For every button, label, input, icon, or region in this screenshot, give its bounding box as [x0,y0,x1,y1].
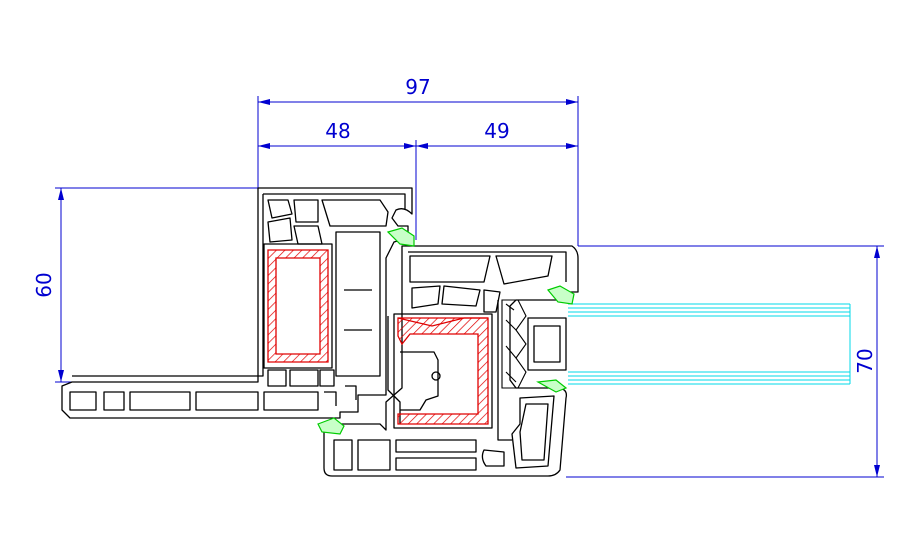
dimension-frame-width [258,140,417,240]
dimension-sash-width [416,143,578,149]
gasket-glazing [536,379,568,393]
label-frame-width: 48 [325,119,350,143]
dimension-sash-depth [566,245,884,478]
label-overall-width: 97 [405,75,430,99]
gasket-sash-outer [546,285,575,305]
sash-steel-reinforcement [397,317,489,425]
frame-steel-reinforcement [267,249,329,363]
glazing-gasket [501,299,527,389]
label-sash-depth: 70 [853,348,877,373]
sash-profile [323,245,579,477]
label-frame-depth: 60 [32,272,56,297]
gasket-frame-outer [386,227,415,247]
gasket-frame-inner [317,417,345,435]
dimension-overall-width [257,96,579,246]
label-sash-width: 49 [484,119,509,143]
gaskets [317,227,575,435]
dimension-frame-depth [55,187,258,383]
glass-pane [518,299,851,389]
frame-profile [61,187,413,419]
